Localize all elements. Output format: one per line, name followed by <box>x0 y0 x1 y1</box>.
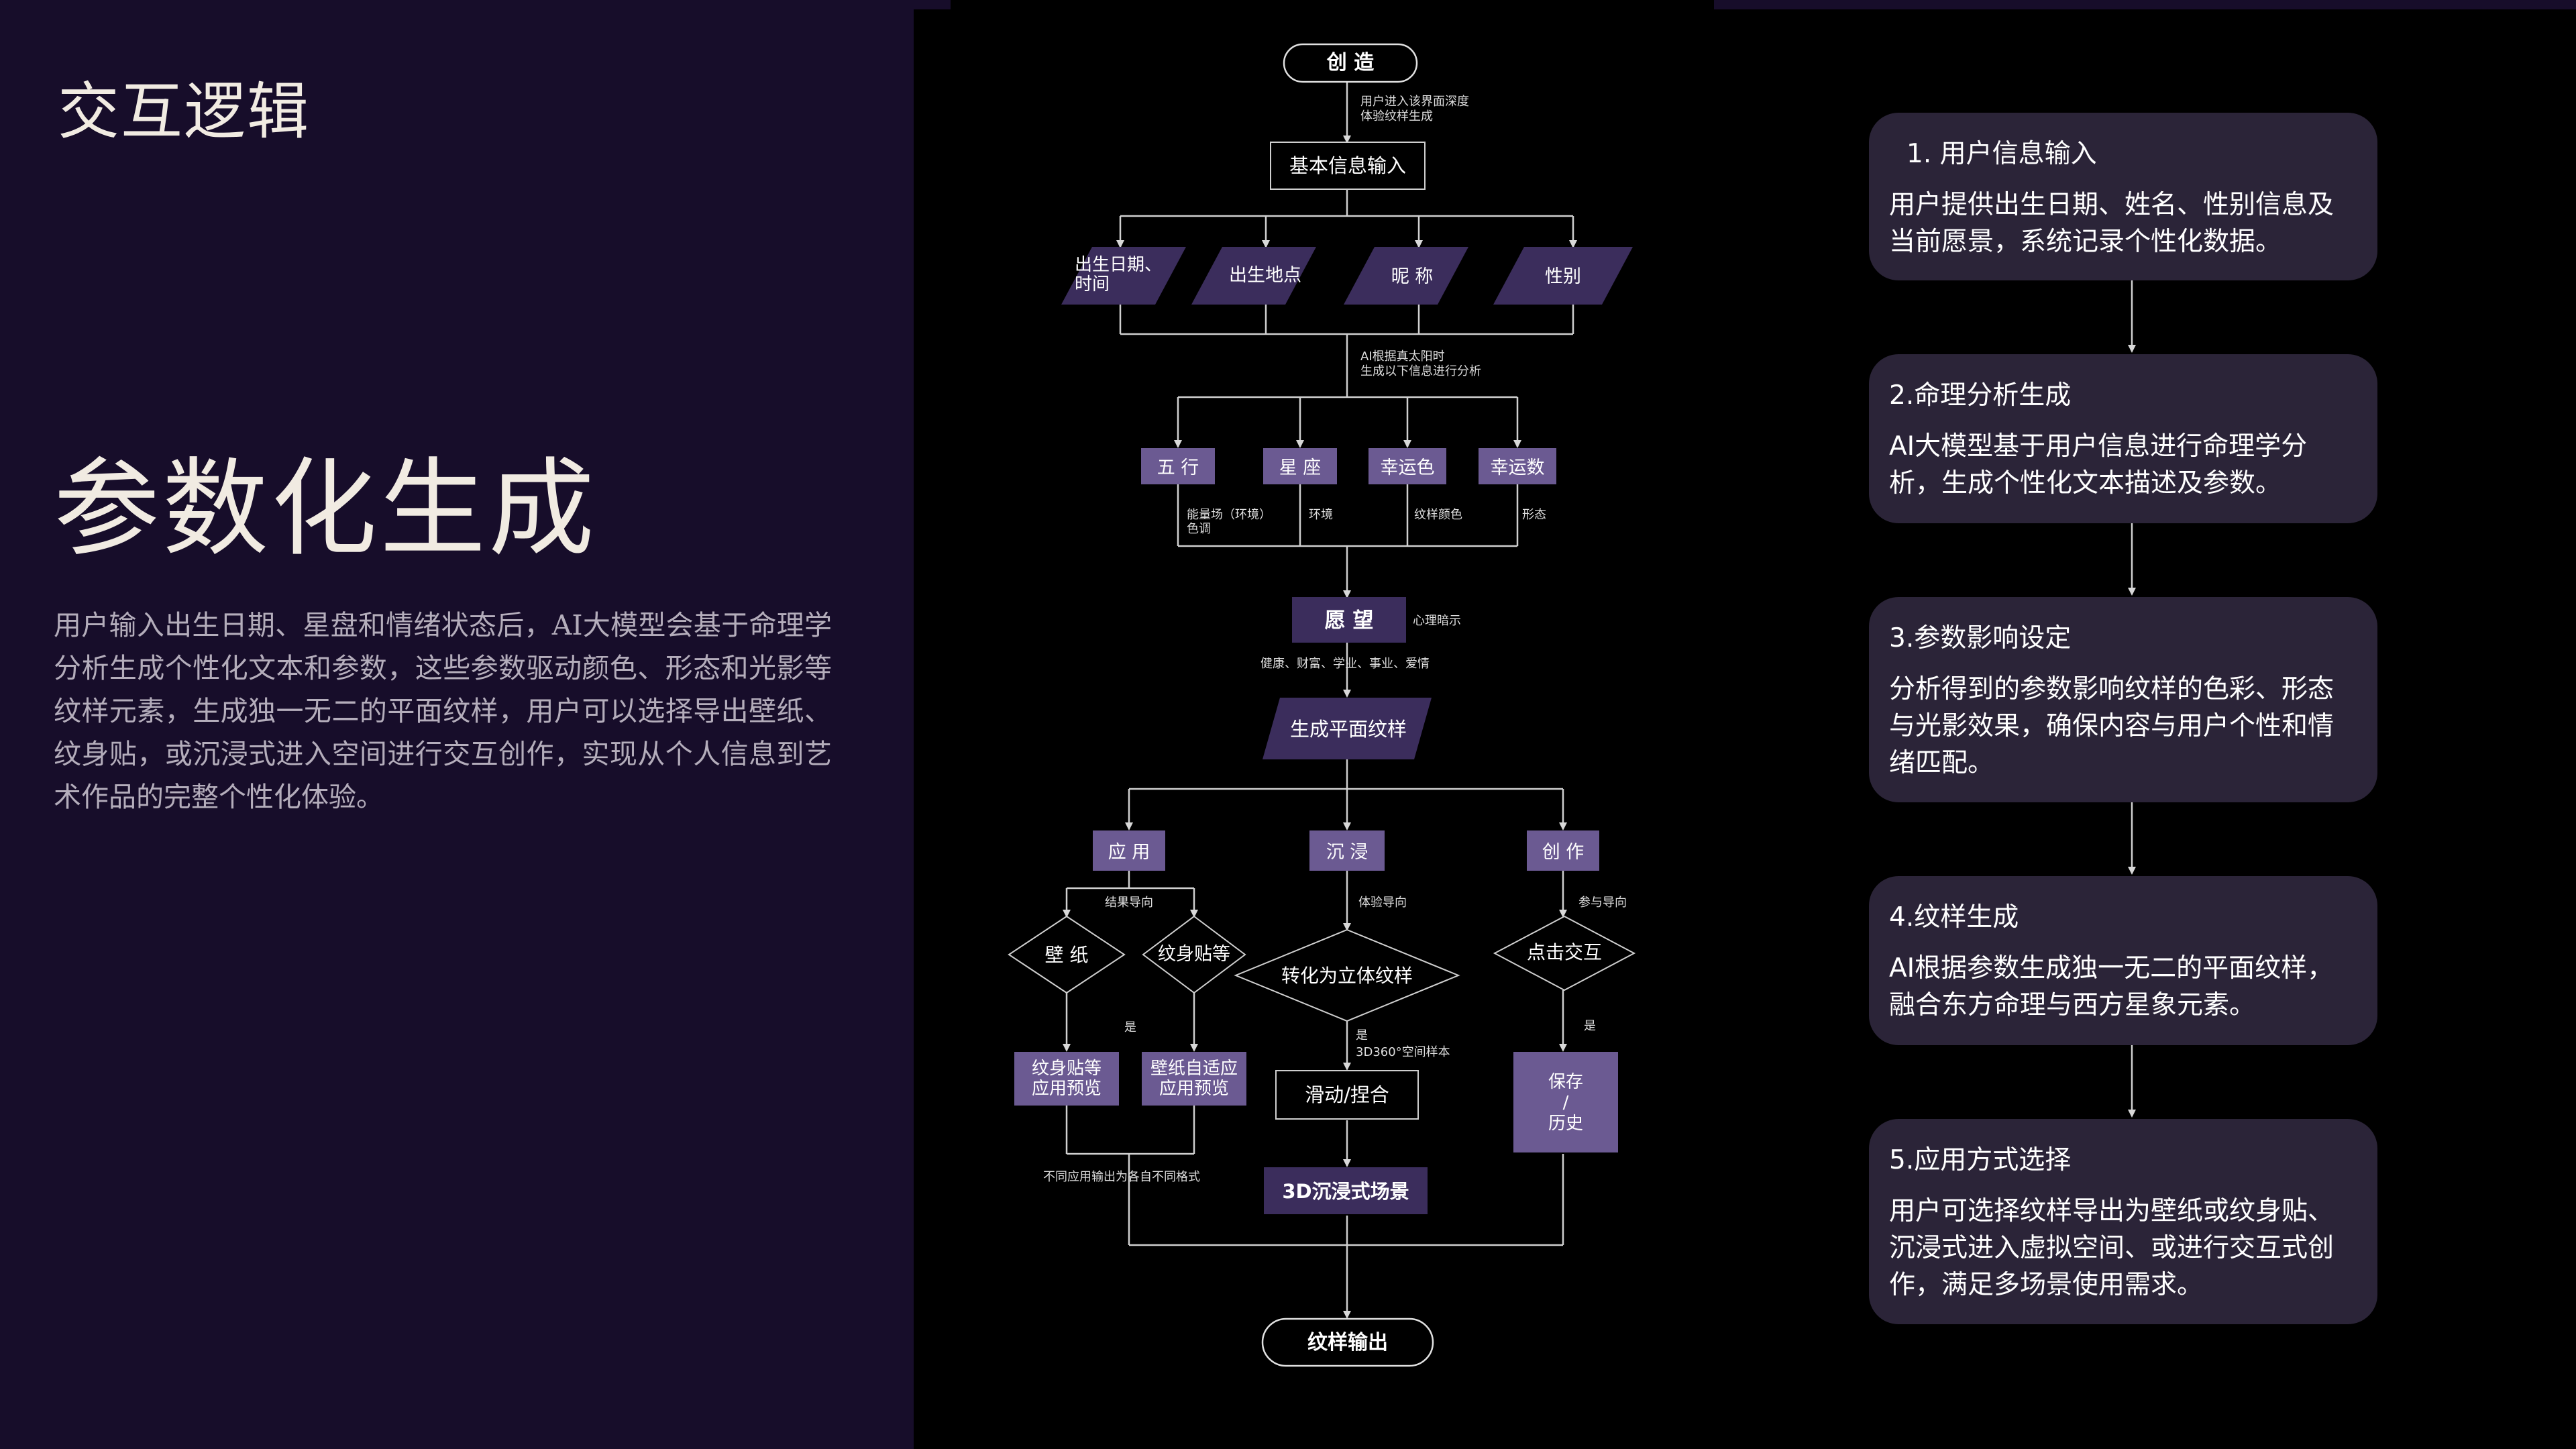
decision-click <box>1493 915 1636 991</box>
step-card-2: 2.命理分析生成 AI大模型基于用户信息进行命理学分析，生成个性化文本描述及参数… <box>1869 354 2377 523</box>
basic-info-box <box>1270 142 1426 190</box>
left-panel <box>0 0 914 1449</box>
decision-3d <box>1234 928 1460 1022</box>
branch-note-experience: 体验导向 <box>1358 896 1407 910</box>
step-2-title: 2.命理分析生成 <box>1889 380 2072 411</box>
input-gender-label: 性别 <box>1545 266 1581 287</box>
branch-immerse-box <box>1309 830 1385 871</box>
tattoo-preview-label-2: 应用预览 <box>1032 1079 1102 1099</box>
decision-click-label: 点击交互 <box>1527 941 1602 963</box>
scene-3d-box <box>1264 1167 1428 1214</box>
param-wuxing-label: 五 行 <box>1157 458 1199 478</box>
input-nickname-box <box>1344 247 1468 305</box>
decision-wallpaper <box>1008 915 1126 994</box>
step-3-body: 分析得到的参数影响纹样的色彩、形态与光影效果，确保内容与用户个性和情绪匹配。 <box>1889 674 2334 778</box>
decision-3d-label: 转化为立体纹样 <box>1281 965 1413 987</box>
yes-label-create: 是 <box>1584 1019 1596 1033</box>
step-5-title: 5.应用方式选择 <box>1889 1145 2072 1175</box>
branch-immerse-label: 沉 浸 <box>1326 842 1368 863</box>
step-3-title: 3.参数影响设定 <box>1889 623 2072 653</box>
note-ai-1: AI根据真太阳时 <box>1360 350 1445 364</box>
branch-create-label: 创 作 <box>1542 842 1585 863</box>
param-wuxing-box <box>1141 448 1215 484</box>
generate-pattern-box <box>1263 698 1432 759</box>
basic-info-label: 基本信息输入 <box>1289 154 1406 177</box>
section-title: 交互逻辑 <box>58 76 311 148</box>
start-terminal <box>1283 43 1418 83</box>
branch-apply-label: 应 用 <box>1108 842 1150 863</box>
param-note-energy-1: 能量场（环境） <box>1187 508 1271 522</box>
input-birthplace-label: 出生地点 <box>1229 265 1301 286</box>
param-note-environment: 环境 <box>1309 508 1333 522</box>
param-xingzuo-box <box>1263 448 1337 484</box>
end-terminal <box>1261 1318 1434 1367</box>
wallpaper-preview-box <box>1142 1052 1246 1106</box>
step-4-title: 4.纹样生成 <box>1889 902 2019 932</box>
main-heading: 参数化生成 <box>54 447 597 571</box>
param-note-energy-2: 色调 <box>1187 522 1211 536</box>
decision-tattoo-label: 纹身贴等 <box>1158 944 1230 965</box>
tattoo-preview-box <box>1014 1052 1119 1106</box>
branch-note-result: 结果导向 <box>1105 896 1153 910</box>
branch-create-box <box>1527 830 1599 871</box>
param-note-form: 形态 <box>1522 508 1546 522</box>
top-accent-strip-right <box>1714 0 2576 9</box>
wish-note: 心理暗示 <box>1413 614 1461 628</box>
input-nickname-label: 昵 称 <box>1391 266 1434 287</box>
param-xingzuo-label: 星 座 <box>1279 458 1322 478</box>
description-paragraph: 用户输入出生日期、星盘和情绪状态后，AI大模型会基于命理学分析生成个性化文本和参… <box>54 609 832 813</box>
input-birth-label-2: 时间 <box>1075 274 1110 294</box>
step-card-3: 3.参数影响设定 分析得到的参数影响纹样的色彩、形态与光影效果，确保内容与用户个… <box>1869 597 2377 802</box>
wish-box <box>1292 597 1406 643</box>
save-history-label-1: 保存 <box>1548 1072 1583 1092</box>
param-lucky-color-box <box>1368 448 1446 484</box>
step-card-4: 4.纹样生成 AI根据参数生成独一无二的平面纹样，融合东方命理与西方星象元素。 <box>1869 876 2377 1045</box>
tattoo-preview-label-1: 纹身贴等 <box>1032 1059 1102 1079</box>
input-birth-box <box>1061 247 1186 305</box>
save-history-label-3: 历史 <box>1548 1114 1583 1134</box>
scene-3d-label: 3D沉浸式场景 <box>1282 1180 1409 1203</box>
step-card-5: 5.应用方式选择 用户可选择纹样导出为壁纸或纹身贴、沉浸式进入虚拟空间、或进行交… <box>1869 1119 2377 1324</box>
note-3d-sample: 3D360°空间样本 <box>1356 1045 1450 1059</box>
slide-label: 滑动/捏合 <box>1305 1083 1389 1106</box>
top-accent-strip <box>914 0 951 9</box>
branch-note-participation: 参与导向 <box>1578 896 1627 910</box>
wallpaper-preview-label-2: 应用预览 <box>1159 1079 1229 1099</box>
input-birthplace-box <box>1191 247 1316 305</box>
param-lucky-number-box <box>1479 448 1556 484</box>
wallpaper-preview-label-1: 壁纸自适应 <box>1150 1059 1238 1079</box>
input-gender-box <box>1493 247 1633 305</box>
step-5-body: 用户可选择纹样导出为壁纸或纹身贴、沉浸式进入虚拟空间、或进行交互式创作，满足多场… <box>1889 1196 2334 1300</box>
note-enter-2: 体验纹样生成 <box>1360 109 1433 123</box>
note-enter-1: 用户进入该界面深度 <box>1360 95 1469 109</box>
note-ai-2: 生成以下信息进行分析 <box>1360 364 1481 378</box>
param-lucky-color-label: 幸运色 <box>1381 458 1435 478</box>
input-birth-label-1: 出生日期、 <box>1075 255 1162 275</box>
start-label: 创 造 <box>1326 51 1374 74</box>
decision-wallpaper-label: 壁 纸 <box>1045 944 1089 966</box>
step-4-body: AI根据参数生成独一无二的平面纹样，融合东方命理与西方星象元素。 <box>1889 953 2334 1020</box>
wish-examples: 健康、财富、学业、事业、爱情 <box>1260 657 1430 671</box>
decision-tattoo <box>1142 915 1246 994</box>
step-2-body: AI大模型基于用户信息进行命理学分析，生成个性化文本描述及参数。 <box>1889 431 2308 498</box>
wish-label: 愿 望 <box>1325 608 1374 633</box>
yes-label-apply: 是 <box>1124 1020 1136 1034</box>
yes-label-3d: 是 <box>1356 1028 1368 1042</box>
end-label: 纹样输出 <box>1307 1331 1388 1354</box>
param-lucky-number-label: 幸运数 <box>1491 458 1545 478</box>
step-1-title: 1. 用户信息输入 <box>1907 139 2097 169</box>
step-card-1: 1. 用户信息输入 用户提供出生日期、姓名、性别信息及当前愿景，系统记录个性化数… <box>1869 113 2377 280</box>
step-1-body: 用户提供出生日期、姓名、性别信息及当前愿景，系统记录个性化数据。 <box>1889 190 2334 257</box>
param-note-pattern-color: 纹样颜色 <box>1414 508 1462 522</box>
note-formats: 不同应用输出为各自不同格式 <box>1043 1170 1200 1184</box>
save-history-box <box>1513 1052 1618 1152</box>
branch-apply-box <box>1093 830 1165 871</box>
flowchart-connectors <box>1063 82 1577 1319</box>
slide-box <box>1275 1070 1419 1120</box>
save-history-label-2: / <box>1563 1093 1569 1113</box>
generate-pattern-label: 生成平面纹样 <box>1290 718 1407 741</box>
